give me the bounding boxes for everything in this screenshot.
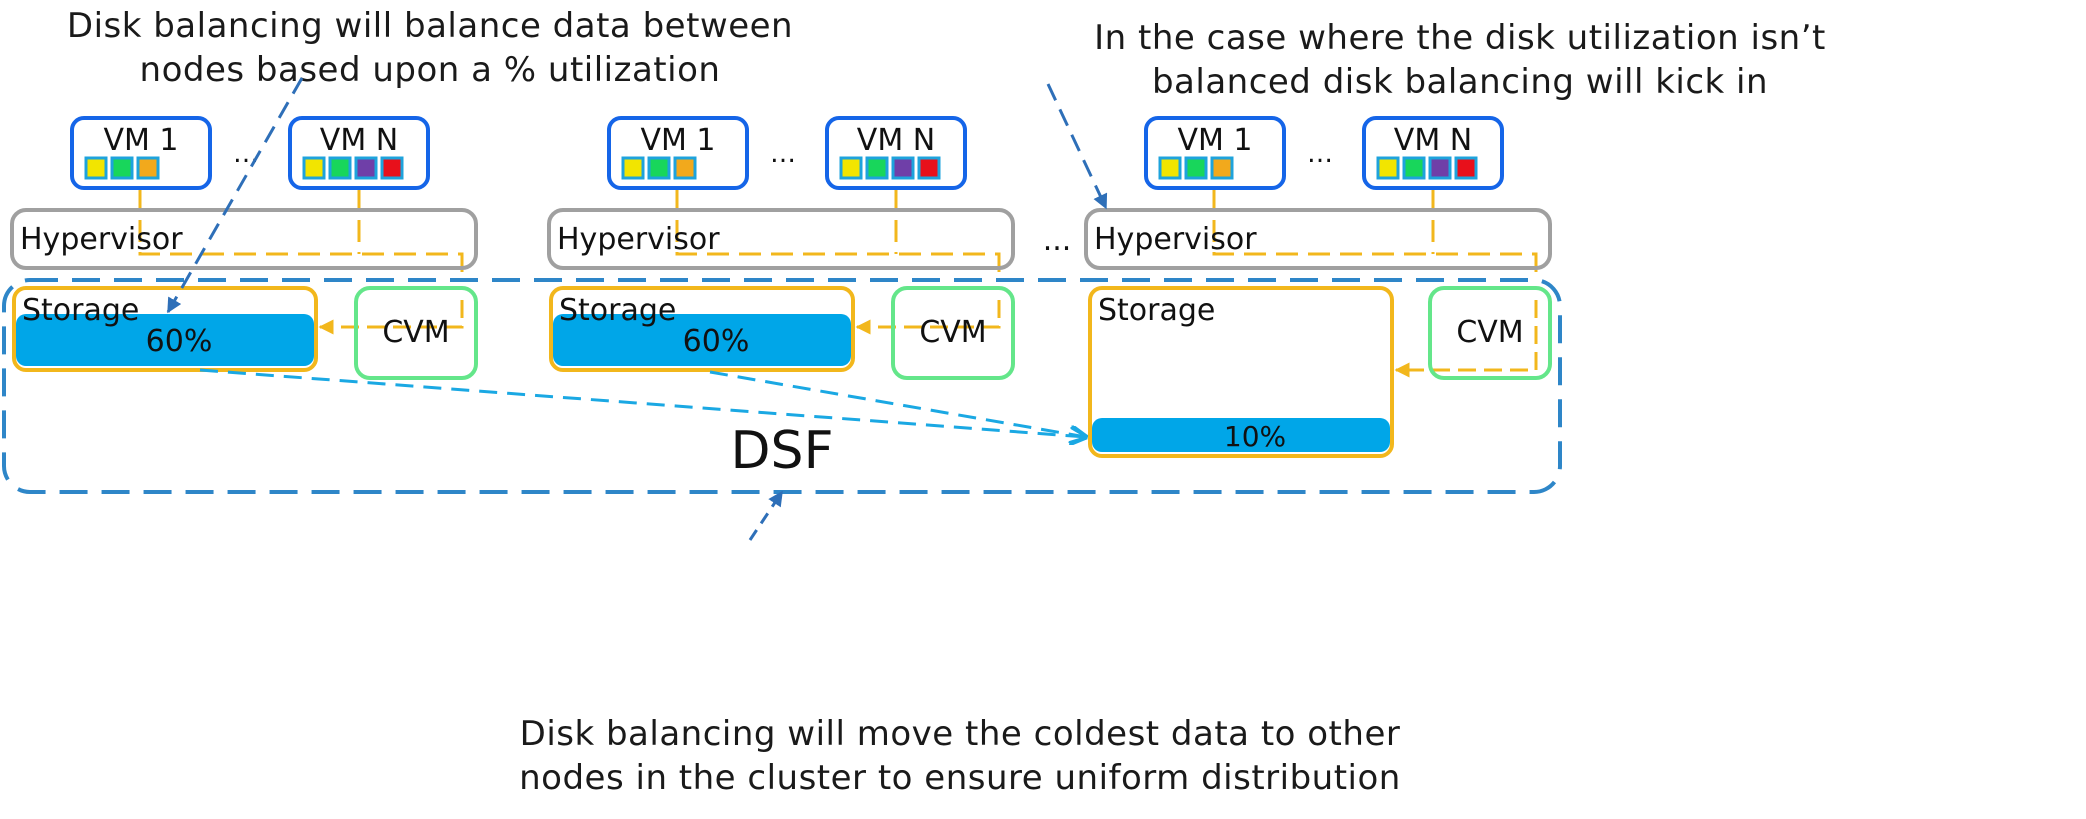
annotation-bottom-line-2: nodes in the cluster to ensure uniform d…: [519, 758, 1401, 798]
storage-box: [549, 286, 855, 372]
storage-box: [12, 286, 318, 372]
data-block: [136, 156, 160, 180]
data-block: [354, 156, 378, 180]
annotation-top-right: In the case where the disk utilization i…: [1050, 16, 1870, 104]
io-path-cvm-storage: [855, 300, 1001, 335]
cvm-box: [1428, 286, 1552, 380]
data-block: [647, 156, 671, 180]
balance-arrow-node2: [709, 370, 1086, 437]
hypervisor-label: Hypervisor: [20, 222, 183, 257]
data-block: [1210, 156, 1234, 180]
cvm-box: [891, 286, 1015, 380]
data-block: [110, 156, 134, 180]
data-block: [380, 156, 404, 180]
vm-label: VM 1: [1177, 123, 1252, 158]
cvm-label: CVM: [919, 315, 986, 350]
storage-percent: 10%: [1224, 420, 1286, 453]
storage-label: Storage: [22, 293, 139, 328]
cvm-box: [354, 286, 478, 380]
data-block: [673, 156, 697, 180]
vm-label: VM 1: [103, 123, 178, 158]
cvm-label: CVM: [382, 315, 449, 350]
storage-utilization-fill: [1092, 418, 1390, 452]
data-block: [621, 156, 645, 180]
cvm-label: CVM: [1456, 315, 1523, 350]
hypervisor-label: Hypervisor: [557, 222, 720, 257]
data-block: [1428, 156, 1452, 180]
annotation-bottom-line-1: Disk balancing will move the coldest dat…: [519, 714, 1401, 754]
data-block: [1402, 156, 1426, 180]
hypervisor-label: Hypervisor: [1094, 222, 1257, 257]
io-path-cvm-storage: [1394, 300, 1538, 378]
annotation-top-right-line-1: In the case where the disk utilization i…: [1094, 18, 1826, 58]
balance-arrow-node1: [199, 368, 1086, 437]
vm-label: VM N: [857, 123, 935, 158]
vm-ellipsis: …: [770, 139, 796, 169]
vm-label: VM N: [1394, 123, 1472, 158]
data-block: [328, 156, 352, 180]
data-block: [302, 156, 326, 180]
dsf-boundary: DSF: [2, 278, 1562, 494]
vm-label: VM 1: [640, 123, 715, 158]
storage-label: Storage: [559, 293, 676, 328]
data-block: [84, 156, 108, 180]
callout-arrow-bottom: [748, 490, 784, 541]
annotation-top-left-line-1: Disk balancing will balance data between: [66, 6, 794, 46]
annotation-top-left-line-2: nodes based upon a % utilization: [139, 50, 721, 90]
storage-box: [1088, 286, 1394, 458]
storage-utilization-fill: [553, 314, 851, 366]
annotation-bottom: Disk balancing will move the coldest dat…: [460, 712, 1460, 800]
data-block: [1158, 156, 1182, 180]
storage-label: Storage: [1098, 293, 1215, 328]
storage-utilization-fill: [16, 314, 314, 366]
data-block: [1184, 156, 1208, 180]
balance-arrows: [166, 77, 1108, 541]
data-block: [891, 156, 915, 180]
data-block: [839, 156, 863, 180]
vm-ellipsis: …: [1307, 139, 1333, 169]
node-ellipsis: ...: [1043, 223, 1072, 258]
data-block: [1454, 156, 1478, 180]
hypervisor-box: [1084, 208, 1552, 270]
vm-ellipsis: …: [233, 139, 259, 169]
annotation-top-right-line-2: balanced disk balancing will kick in: [1151, 62, 1769, 102]
vm-label: VM N: [320, 123, 398, 158]
storage-percent: 60%: [146, 324, 213, 359]
hypervisor-box: [10, 208, 478, 270]
hypervisor-box: [547, 208, 1015, 270]
callout-arrow-top-right: [1046, 83, 1108, 210]
data-block: [1376, 156, 1400, 180]
callout-arrow-top-left: [166, 77, 304, 314]
data-block: [865, 156, 889, 180]
annotation-top-left: Disk balancing will balance data between…: [20, 4, 840, 92]
storage-percent: 60%: [683, 324, 750, 359]
io-path-cvm-storage: [318, 300, 464, 335]
dsf-label: DSF: [731, 421, 834, 481]
data-block: [917, 156, 941, 180]
